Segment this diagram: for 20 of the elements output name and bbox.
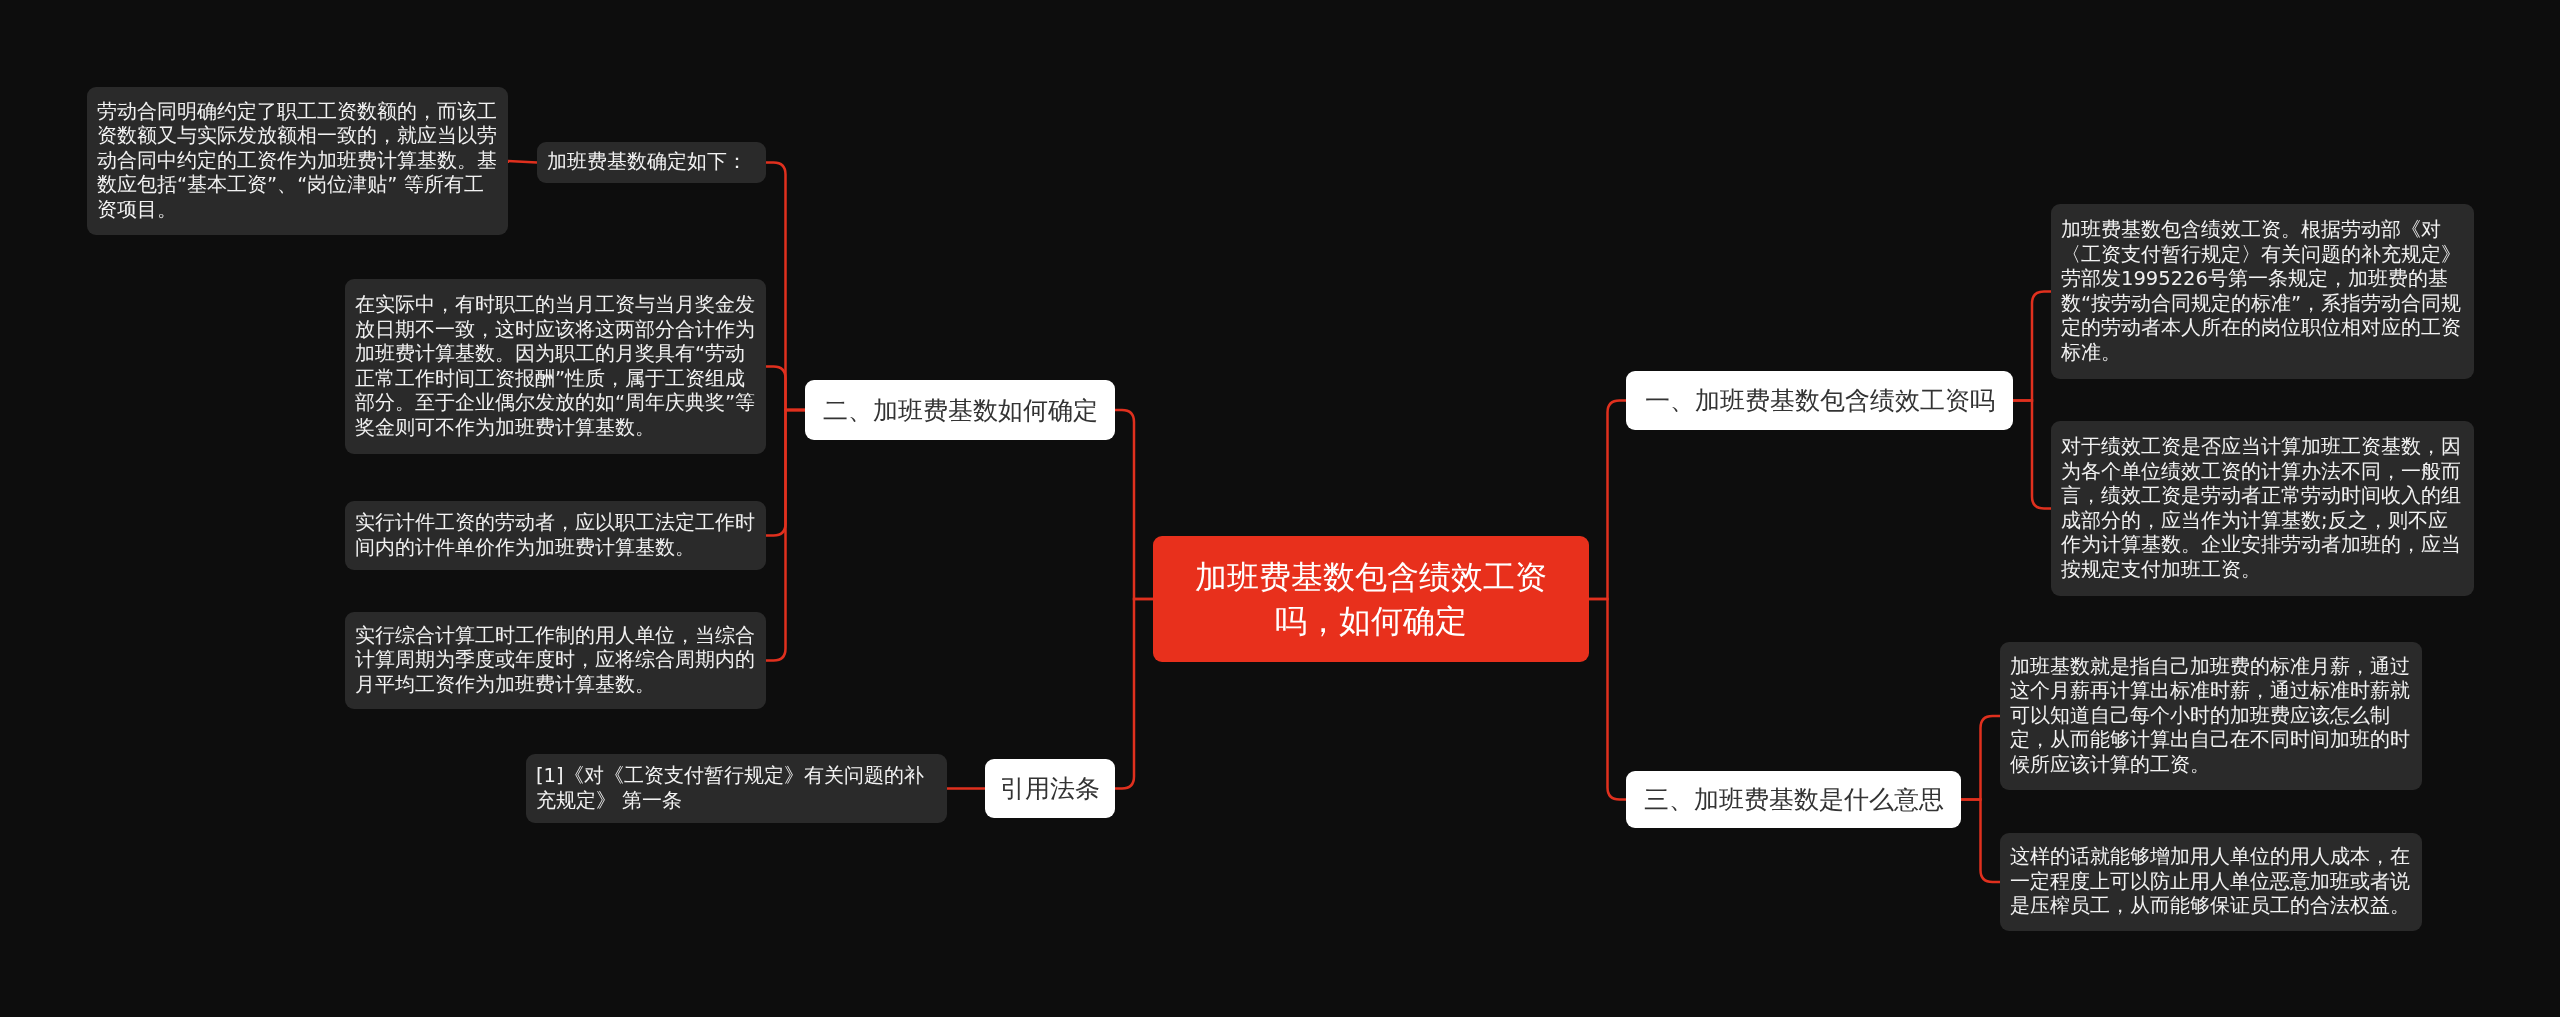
note-box: 加班费基数包含绩效工资。根据劳动部《对〈工资支付暂行规定〉有关问题的补充规定》劳部发1995226号第一条规定，加班费的基数“按劳动合同规定的标准”，系指劳动合同规定的劳动者本人所在的岗位职位相对应的工资标准。 (2051, 204, 2474, 379)
connector-line (947, 787, 985, 790)
note-box: 对于绩效工资是否应当计算加班工资基数，因为各个单位绩效工资的计算办法不同，一般而言，绩效工资是劳动者正常劳动时间收入的组成部分的，应当作为计算基数;反之，则不应作为计算基数。企业安排劳动者加班的，应当按规定支付加班工资。 (2051, 421, 2474, 596)
note-box: 在实际中，有时职工的当月工资与当月奖金发放日期不一致，这时应该将这两部分合计作为加班费计算基数。因为职工的月奖具有“劳动正常工作时间工资报酬”性质，属于工资组成部分。至于企业偶尔发放的如“周年庆典奖”等奖金则可不作为加班费计算基数。 (345, 279, 766, 454)
topic-box: 三、加班费基数是什么意思 (1626, 771, 1961, 828)
topic-box: 二、加班费基数如何确定 (805, 380, 1115, 440)
note-box: 加班费基数确定如下： (537, 142, 766, 183)
central-topic-box: 加班费基数包含绩效工资吗，如何确定 (1153, 536, 1589, 662)
note-box: 劳动合同明确约定了职工工资数额的，而该工资数额又与实际发放额相一致的，就应当以劳动合同中约定的工资作为加班费计算基数。基数应包括“基本工资”、“岗位津贴” 等所有工资项目。 (87, 87, 508, 235)
note-box: 实行计件工资的劳动者，应以职工法定工作时间内的计件单价作为加班费计算基数。 (345, 501, 766, 570)
connector-line (1589, 597, 1626, 801)
connector-line (1115, 597, 1153, 790)
note-box: 实行综合计算工时工作制的用人单位，当综合计算周期为季度或年度时，应将综合周期内的月平均工资作为加班费计算基数。 (345, 612, 766, 709)
connector-line (2013, 399, 2051, 510)
topic-box: 引用法条 (985, 759, 1115, 818)
note-box: 加班基数就是指自己加班费的标准月薪，通过这个月薪再计算出标准时薪，通过标准时薪就可以知道自己每个小时的加班费应该怎么制定，从而能够计算出自己在不同时间加班的时候所应该计算的工资。 (2000, 642, 2422, 790)
note-box: 这样的话就能够增加用人单位的用人成本，在一定程度上可以防止用人单位恶意加班或者说是压榨员工，从而能够保证员工的合法权益。 (2000, 833, 2422, 931)
connector-line (507, 159, 538, 164)
topic-box: 一、加班费基数包含绩效工资吗 (1626, 371, 2013, 430)
note-box: [1]《对《工资支付暂行规定》有关问题的补充规定》 第一条 (526, 754, 947, 823)
